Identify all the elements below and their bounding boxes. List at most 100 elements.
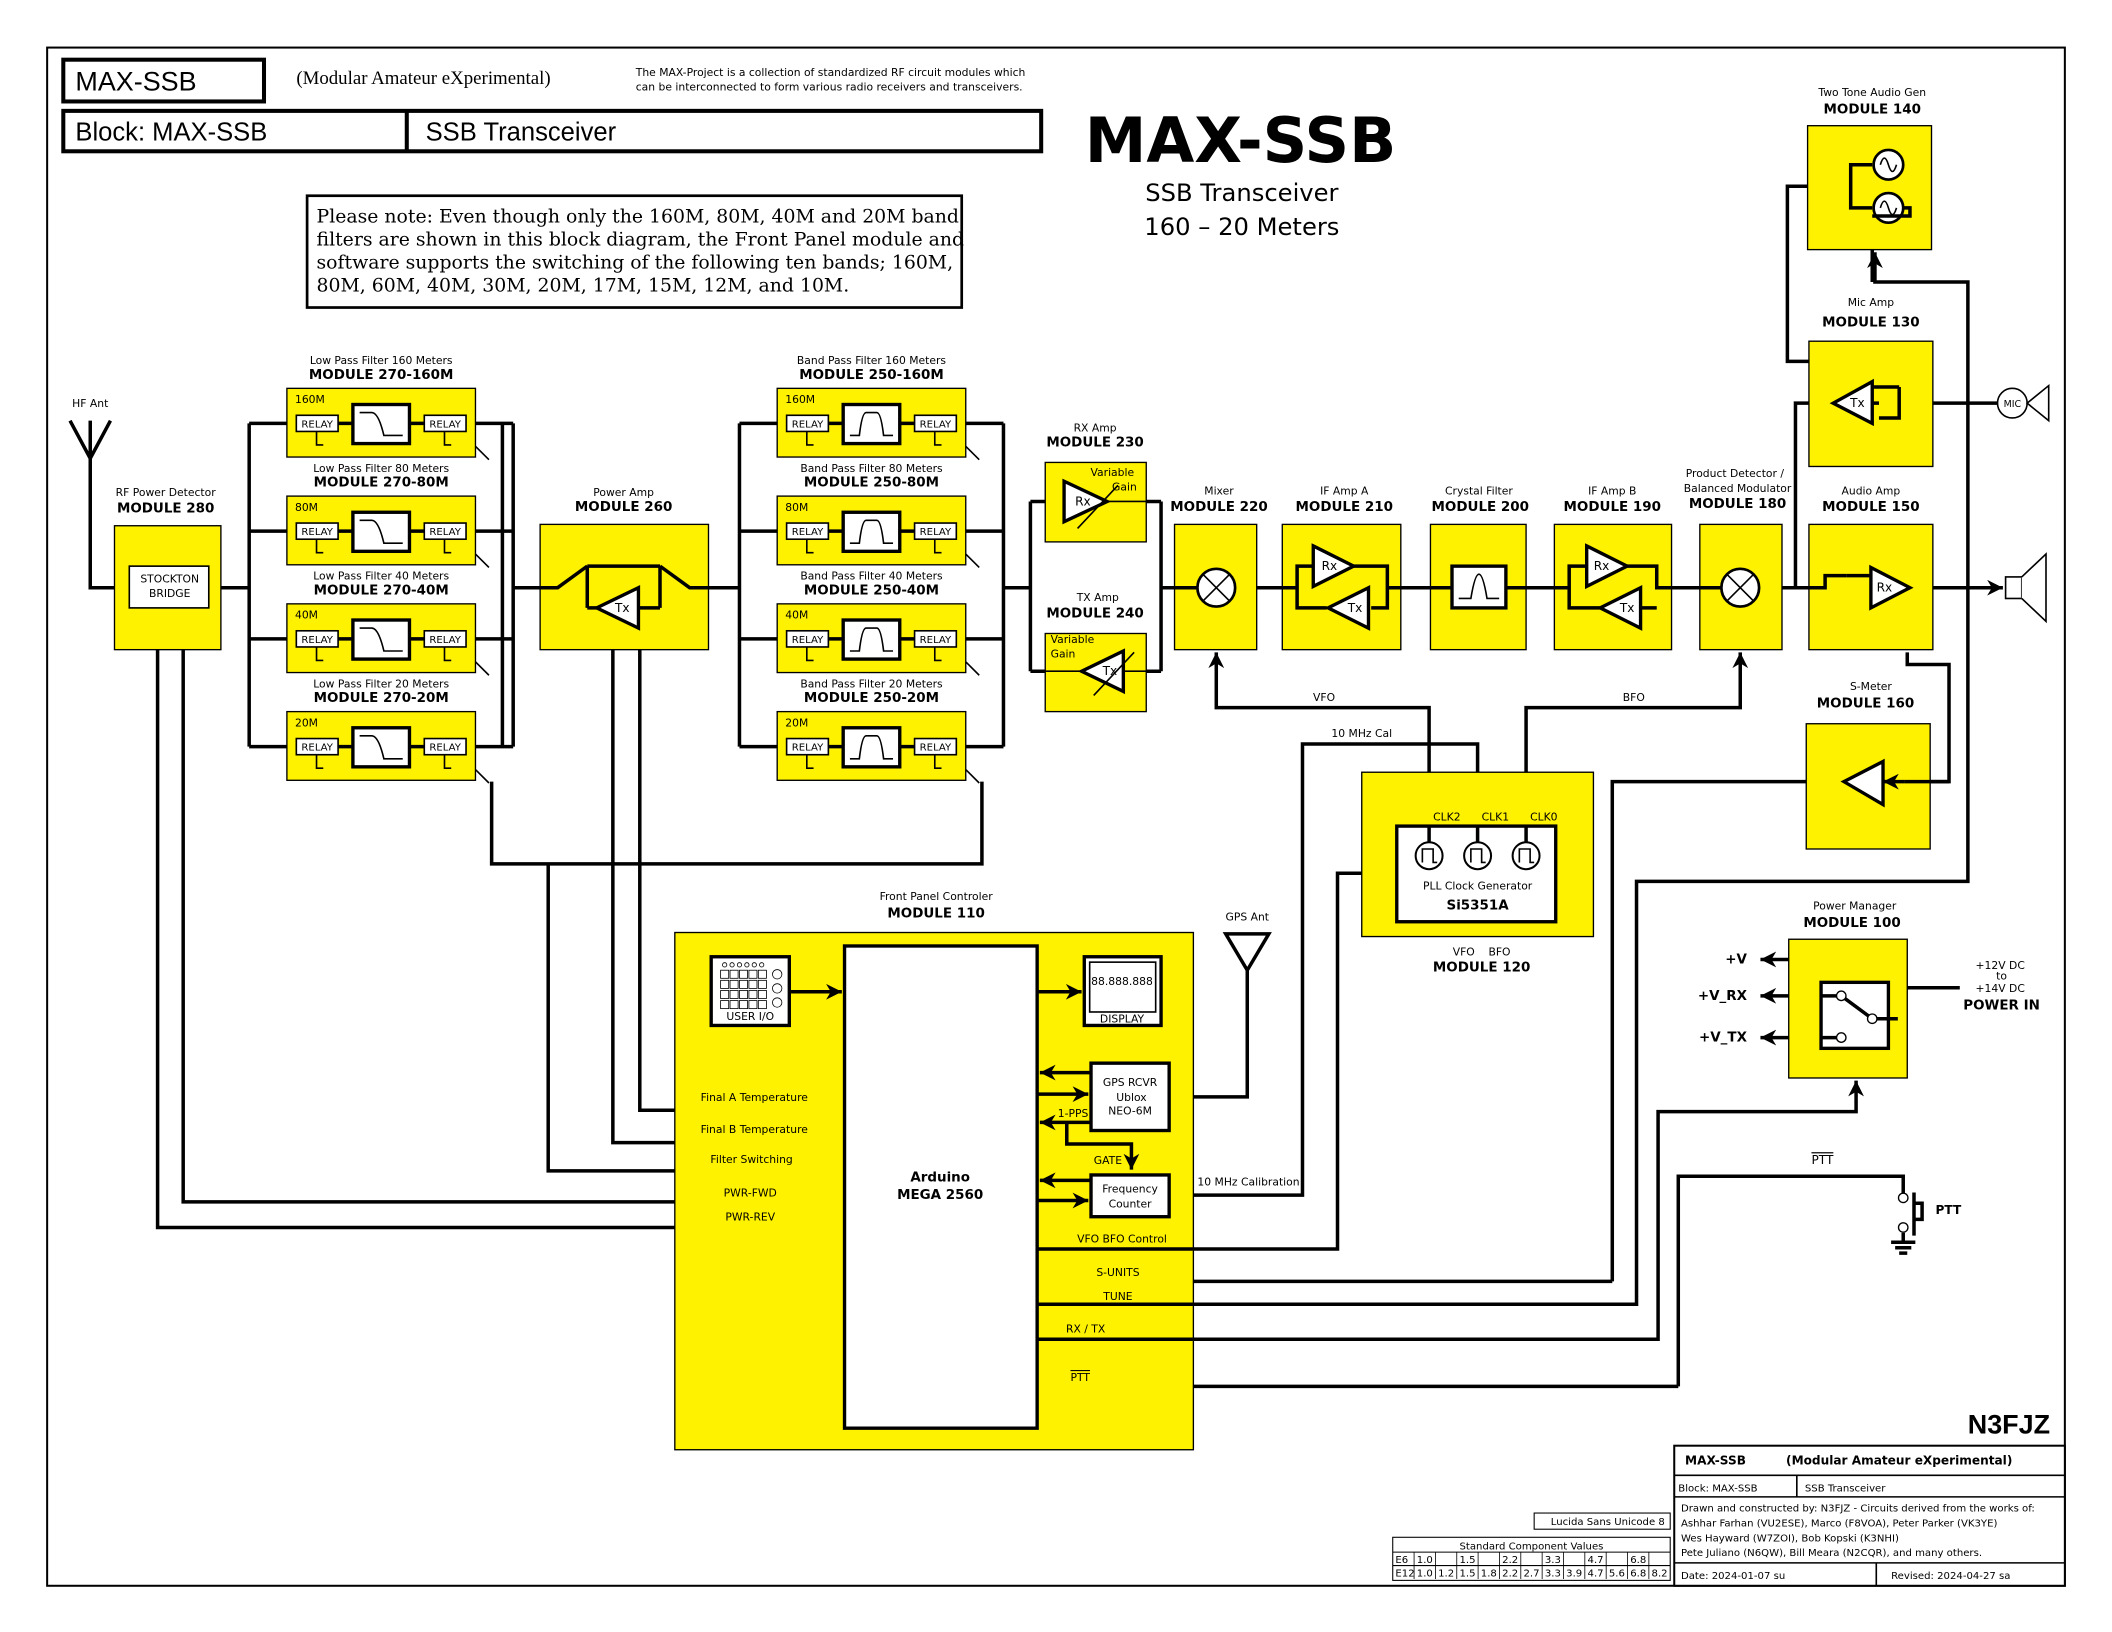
big-title-line2: 160 – 20 Meters: [1144, 212, 1339, 241]
relay-label: RELAY: [792, 419, 824, 430]
gps-label: NEO-6M: [1108, 1104, 1152, 1117]
relay-label: RELAY: [792, 743, 824, 754]
chip-label: Si5351A: [1447, 899, 1510, 914]
ptt-switch-label: PTT: [1936, 1203, 1962, 1217]
band-label: 40M: [785, 609, 808, 622]
table-cell: 3.3: [1545, 1555, 1561, 1566]
key-icon: [748, 979, 758, 989]
relay-label: RELAY: [920, 743, 952, 754]
pps-label: 1-PPS: [1058, 1107, 1089, 1120]
pwr-fwd-label: PWR-FWD: [724, 1187, 777, 1200]
table-title: Standard Component Values: [1460, 1541, 1604, 1552]
key-icon: [739, 990, 748, 999]
title-block: MAX-SSB (Modular Amateur eXperimental) B…: [1673, 1444, 2066, 1587]
cal-label: 10 MHz Cal: [1331, 727, 1392, 740]
table-cell: 1.0: [1417, 1568, 1433, 1579]
key-icon: [757, 990, 767, 999]
band-label: 160M: [785, 393, 815, 406]
control-lead: [965, 553, 980, 569]
bandpass-icon: [849, 411, 894, 437]
relay-label: RELAY: [792, 527, 824, 538]
led-icon: [736, 962, 743, 968]
module-title: RF Power Detector: [116, 486, 217, 499]
filter-title: Band Pass Filter 160 Meters: [797, 354, 947, 367]
module-230: RX Amp MODULE 230 Rx Variable Gain: [1044, 421, 1147, 543]
switch-contact-icon: [1866, 1013, 1878, 1025]
module-title: Crystal Filter: [1445, 485, 1513, 498]
module-260: Power Amp MODULE 260 Tx: [539, 486, 710, 651]
filter-box: [841, 402, 902, 446]
control-lead: [965, 768, 980, 784]
gps-receiver: [1089, 1061, 1171, 1133]
big-title-main: MAX-SSB: [1085, 104, 1397, 177]
vfo-label: VFO: [1313, 691, 1335, 704]
key-icon: [720, 990, 730, 999]
arduino-mega: [842, 944, 1039, 1430]
note-line: software supports the switching of the f…: [317, 252, 954, 273]
pwr-rev-label: PWR-REV: [725, 1211, 775, 1224]
gain-label: Variable: [1051, 633, 1095, 646]
table-cell: 1.0: [1417, 1555, 1433, 1566]
user-io-label: USER I/O: [726, 1010, 774, 1023]
pll-label: PLL Clock Generator: [1423, 879, 1533, 892]
module-title: Power Manager: [1813, 900, 1897, 913]
gain-label: Gain: [1112, 481, 1137, 494]
module-100: Power Manager MODULE 100 +V +V_RX +V_TX …: [1698, 900, 2040, 1079]
relay-label: RELAY: [301, 527, 333, 538]
title-block-subtitle: (Modular Amateur eXperimental): [1786, 1454, 2012, 1468]
date: Date: 2024-01-07 su: [1681, 1571, 1785, 1582]
control-lead: [965, 661, 980, 676]
module-120: CLK2 CLK1 CLK0 PLL Clock Generator Si535…: [1361, 771, 1595, 976]
big-title: MAX-SSB SSB Transceiver 160 – 20 Meters: [1085, 104, 1397, 241]
filter-module-number: MODULE 250-40M: [804, 583, 939, 598]
switch-contact-icon: [1835, 1032, 1847, 1043]
knob-icon: [772, 969, 783, 980]
note-line: Please note: Even though only the 160M, …: [317, 207, 959, 228]
vtx-label: +V_TX: [1699, 1031, 1748, 1046]
module-title: Power Amp: [593, 486, 654, 499]
module-180: Product Detector / Balanced Modulator MO…: [1684, 467, 1792, 651]
ptt-switch-icon: PTT: [1891, 1192, 1962, 1255]
mcu-label: MEGA 2560: [897, 1188, 983, 1203]
table-cell: 1.8: [1481, 1568, 1497, 1579]
power-in-label: POWER IN: [1963, 998, 2040, 1013]
lowpass-icon: [359, 735, 403, 760]
table-cell: 2.7: [1523, 1568, 1539, 1579]
module-210: IF Amp A MODULE 210 Rx Tx: [1281, 485, 1402, 651]
relay-control-line: [806, 646, 814, 662]
lowpass-icon: [359, 519, 403, 545]
credits-line: Pete Juliano (N6QW), Bill Meara (N2CQR),…: [1681, 1548, 1982, 1559]
relay-label: RELAY: [429, 419, 461, 430]
filter-box: [841, 618, 902, 661]
font-note: Lucida Sans Unicode 8: [1533, 1512, 1671, 1530]
header: MAX-SSB (Modular Amateur eXperimental) T…: [61, 57, 1044, 154]
module-title: TX Amp: [1076, 591, 1119, 604]
key-icon: [757, 1000, 767, 1010]
key-icon: [720, 1000, 730, 1010]
control-lead: [474, 768, 490, 784]
tx-label: Tx: [1619, 601, 1635, 615]
table-cell: 6.8: [1630, 1568, 1646, 1579]
table-cell: 8.2: [1652, 1568, 1668, 1579]
table-cell: 6.8: [1630, 1555, 1646, 1566]
relay-label: RELAY: [301, 743, 333, 754]
title-block-name: SSB Transceiver: [1805, 1483, 1886, 1494]
display-value: 88.888.888: [1091, 975, 1153, 988]
relay-label: RELAY: [301, 419, 333, 430]
bandpass-icon: [849, 519, 894, 545]
bandpass-icon: [1458, 573, 1500, 600]
author-mark: N3FJZ: [1968, 1410, 2050, 1440]
led-icon: [751, 962, 757, 968]
filter-title: Low Pass Filter 160 Meters: [310, 354, 453, 367]
amplifier-icon: [1585, 543, 1631, 590]
final-b-label: Final B Temperature: [701, 1123, 809, 1136]
band-label: 80M: [295, 501, 318, 514]
relay-label: RELAY: [429, 527, 461, 538]
frequency-counter: [1089, 1173, 1171, 1219]
rx-label: Rx: [1877, 581, 1893, 595]
mic-label: MIC: [2004, 399, 2022, 410]
